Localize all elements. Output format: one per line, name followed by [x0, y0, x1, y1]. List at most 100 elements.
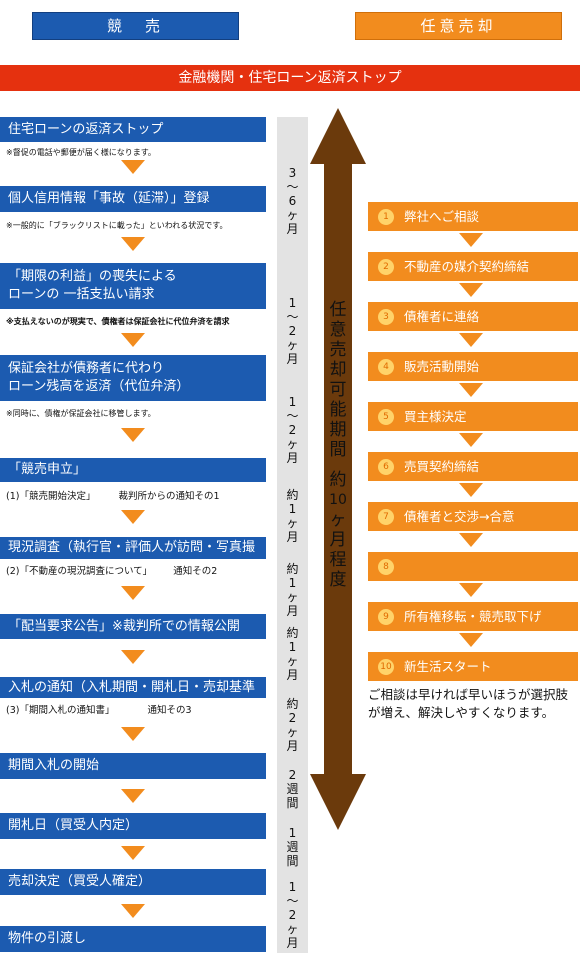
notice-title: (3)「期間入札の通知書」	[6, 705, 115, 716]
step-label: ローン残高を返済（代位弁済）	[8, 379, 190, 394]
step-number-icon: 7	[378, 508, 394, 525]
repayment-stop-bar: 金融機関・住宅ローン返済ストップ	[0, 65, 580, 91]
step-label: 販売活動開始	[404, 359, 480, 374]
down-arrow-icon	[121, 237, 145, 251]
step-label: 買主様決定	[404, 409, 467, 424]
step-note: ※一般的に「ブラックリストに載った」といわれる状況です。	[6, 221, 228, 230]
step-number-icon: 5	[378, 408, 394, 425]
period-double-arrow-icon	[310, 108, 366, 830]
step-acceleration: 「期限の利益」の喪失による ローンの 一括支払い請求	[0, 263, 266, 309]
step-number-icon: 10	[378, 658, 394, 675]
step-label: 個人信用情報「事故（延滞）」登録	[8, 191, 210, 206]
step-label: 新生活スタート	[404, 659, 492, 674]
right-step: 10 新生活スタート	[368, 652, 578, 681]
step-label: 「期限の利益」の喪失による	[8, 269, 177, 284]
step-label: 期間入札の開始	[8, 758, 100, 773]
down-arrow-icon	[121, 586, 145, 600]
right-step: 4 販売活動開始	[368, 352, 578, 381]
notice-title: (1)「競売開始決定」	[6, 491, 96, 502]
step-number-icon: 2	[378, 258, 394, 275]
step-subrogation: 保証会社が債務者に代わり ローン残高を返済（代位弁済）	[0, 355, 266, 401]
step-label: 「配当要求公告」※裁判所での情報公開	[8, 619, 240, 634]
down-arrow-icon	[121, 650, 145, 664]
step-label: 開札日（買受人内定）	[8, 818, 139, 833]
down-arrow-icon	[121, 160, 145, 174]
right-step: 5 買主様決定	[368, 402, 578, 431]
down-arrow-icon	[459, 633, 483, 647]
step-bid-notice: 入札の通知（入札期間・開札日・売却基準価格）	[0, 677, 266, 716]
down-arrow-icon	[459, 333, 483, 347]
step-label: 「競売申立」	[8, 462, 87, 477]
step-dividend-notice: 「配当要求公告」※裁判所での情報公開	[0, 614, 266, 639]
right-step: 3 債権者に連絡	[368, 302, 578, 331]
notice-label: 裁判所からの通知その1	[118, 491, 220, 502]
step-note: ※支払えないのが現実で、債権者は保証会社に代位弁済を請求	[6, 317, 230, 326]
down-arrow-icon	[459, 583, 483, 597]
step-label: 所有権移転・競売取下げ	[404, 609, 542, 624]
down-arrow-icon	[459, 233, 483, 247]
step-number-icon: 9	[378, 608, 394, 625]
notice-title: (2)「不動産の現況調査について」	[6, 566, 153, 577]
step-credit-registration: 個人信用情報「事故（延滞）」登録	[0, 186, 266, 212]
header-auction: 競 売	[32, 12, 239, 40]
down-arrow-icon	[459, 533, 483, 547]
step-label: 住宅ローンの返済ストップ	[8, 122, 164, 137]
step-opening-day: 開札日（買受人内定）	[0, 813, 266, 839]
down-arrow-icon	[459, 483, 483, 497]
step-repayment-stop: 住宅ローンの返済ストップ	[0, 117, 266, 142]
down-arrow-icon	[121, 333, 145, 347]
step-label: 弊社へご相談	[404, 209, 480, 224]
step-notice-2: (2)「不動産の現況調査について」 通知その2	[6, 563, 217, 577]
step-number-icon: 4	[378, 358, 394, 375]
step-label: 保証会社が債務者に代わり	[8, 361, 165, 376]
step-label: 不動産の媒介契約締結	[404, 259, 530, 274]
step-number-icon: 6	[378, 458, 394, 475]
down-arrow-icon	[121, 727, 145, 741]
down-arrow-icon	[121, 846, 145, 860]
down-arrow-icon	[459, 383, 483, 397]
consultation-advice-text: ご相談は早ければ早いほうが選択肢が増え、解決しやすくなります。	[368, 687, 569, 720]
step-label: 入札の通知（入札期間・開札日・売却基準価格）	[8, 680, 256, 716]
step-number-icon: 8	[378, 558, 394, 575]
step-notice-3: (3)「期間入札の通知書」 通知その3	[6, 702, 192, 716]
right-step: 7 債権者と交渉→合意	[368, 502, 578, 531]
step-note: ※同時に、債権が保証会社に移管します。	[6, 409, 156, 418]
down-arrow-icon	[121, 904, 145, 918]
step-label: 債権者に連絡	[404, 309, 480, 324]
right-step: 9 所有権移転・競売取下げ	[368, 602, 578, 631]
step-label: ローンの 一括支払い請求	[8, 287, 155, 302]
step-notice-1: (1)「競売開始決定」 裁判所からの通知その1	[6, 488, 220, 502]
step-bid-start: 期間入札の開始	[0, 753, 266, 779]
step-label: 債権者と交渉→合意	[404, 509, 515, 524]
right-step: 8債務者の引越（引越代お渡し）	[368, 552, 578, 603]
step-auction-filing: 「競売申立」	[0, 458, 266, 482]
step-label: 物件の引渡し	[8, 931, 87, 946]
step-number-icon: 3	[378, 308, 394, 325]
right-step: 6 売買契約締結	[368, 452, 578, 481]
notice-label: 通知その3	[147, 705, 192, 716]
step-site-investigation: 現況調査（執行官・評価人が訪問・写真撮影）	[0, 537, 266, 577]
right-step: 2 不動産の媒介契約締結	[368, 252, 578, 281]
duration-column	[277, 117, 308, 953]
header-voluntary-sale: 任意売却	[355, 12, 562, 40]
down-arrow-icon	[121, 428, 145, 442]
step-number-icon: 1	[378, 208, 394, 225]
step-note: ※督促の電話や郵便が届く様になります。	[6, 148, 156, 157]
notice-label: 通知その2	[173, 566, 218, 577]
down-arrow-icon	[459, 283, 483, 297]
down-arrow-icon	[121, 510, 145, 524]
step-handover: 物件の引渡し	[0, 926, 266, 952]
step-label: 売却決定（買受人確定）	[8, 874, 152, 889]
step-label: 売買契約締結	[404, 459, 480, 474]
